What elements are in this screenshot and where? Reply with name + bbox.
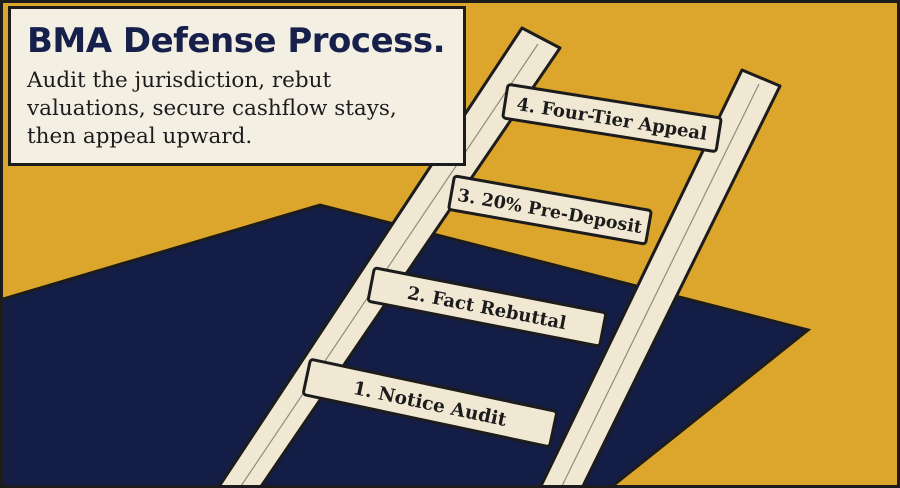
rung-1-board [302,358,558,448]
rung-4-board [501,83,723,153]
ladder-left-rail [216,26,562,488]
page-subtitle: Audit the jurisdiction, rebut valuations… [27,68,397,149]
rung-3-board [447,174,653,246]
right-rail-grain [561,83,760,487]
rung-2-board [366,266,608,348]
title-card: BMA Defense Process. Audit the jurisdict… [8,6,466,166]
ladder-right-rail [538,68,782,488]
page-title: BMA Defense Process. [27,21,446,61]
left-rail-grain [240,43,539,487]
